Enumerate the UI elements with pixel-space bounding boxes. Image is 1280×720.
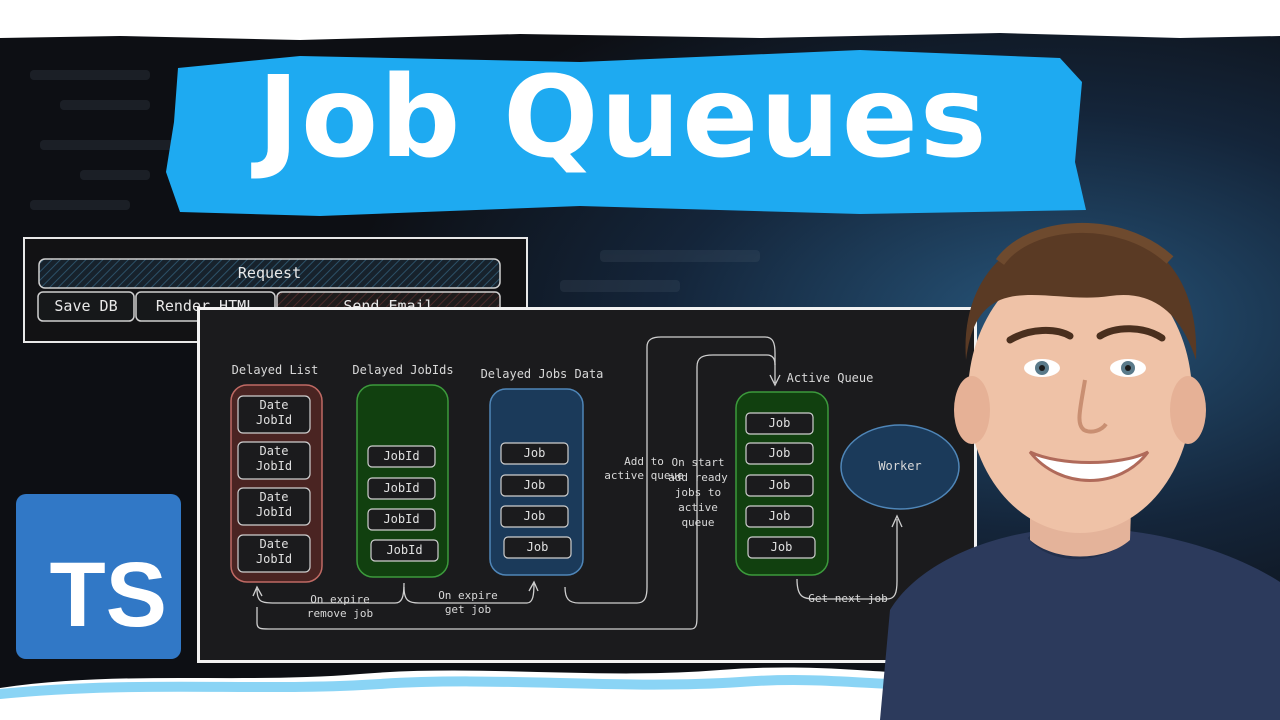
job-data-item: Job xyxy=(526,540,549,554)
arrow-label-line: add ready xyxy=(668,471,728,484)
queue-diagram xyxy=(197,307,977,663)
list-item-date: Date xyxy=(259,444,289,458)
arrow-label-line: Add to xyxy=(624,455,664,468)
job-data-item: Job xyxy=(523,509,546,523)
arrow-label-line: active xyxy=(678,501,718,514)
worker-label: Worker xyxy=(878,459,922,473)
active-job-item: Job xyxy=(768,446,791,460)
arrow-label-next-job: Get next job xyxy=(808,592,888,605)
page-title: Job Queues xyxy=(257,53,989,183)
active-job-item: Job xyxy=(770,540,793,554)
presenter-photo xyxy=(880,222,1280,720)
arrow-label-line: jobs to xyxy=(674,486,722,499)
delayed-jobs-data-label: Delayed Jobs Data xyxy=(480,367,604,381)
title-banner xyxy=(166,50,1086,216)
list-item-jobid: JobId xyxy=(255,413,293,427)
jobid-item: JobId xyxy=(386,543,423,557)
jobid-item: JobId xyxy=(383,481,420,495)
request-box xyxy=(38,258,501,289)
arrow-label-get: On expire get job xyxy=(428,589,508,617)
arrow-label-line: remove job xyxy=(306,607,374,620)
arrow-label-add-active: Add to active queue xyxy=(603,455,685,483)
save-db-label: Save DB xyxy=(54,297,118,315)
request-label: Request xyxy=(237,264,302,282)
delayed-jobids-label: Delayed JobIds xyxy=(352,363,454,377)
list-item: Date JobId xyxy=(238,490,310,520)
arrow-label-line: On expire xyxy=(310,593,370,606)
job-data-item: Job xyxy=(523,446,546,460)
jobid-item: JobId xyxy=(383,512,420,526)
jobid-item: JobId xyxy=(383,449,420,463)
job-data-item: Job xyxy=(523,478,546,492)
save-db-box xyxy=(37,291,135,322)
worker-node xyxy=(840,424,960,510)
list-item: Date JobId xyxy=(238,398,310,428)
list-item: Date JobId xyxy=(238,444,310,474)
list-item-date: Date xyxy=(259,398,289,412)
delayed-list-label: Delayed List xyxy=(231,363,319,377)
delayed-list-container xyxy=(230,384,323,583)
arrow-label-remove: On expire remove job xyxy=(295,593,385,621)
active-job-item: Job xyxy=(768,478,791,492)
arrow-label-on-start: On start add ready jobs to active queue xyxy=(660,455,736,530)
list-item-date: Date xyxy=(259,490,289,504)
list-item-jobid: JobId xyxy=(255,505,293,519)
arrow-label-line: active queue xyxy=(604,469,684,482)
active-job-item: Job xyxy=(768,416,791,430)
arrow-label-line: On expire xyxy=(438,589,498,602)
arrow-label-line: On start xyxy=(671,456,725,469)
arrow-label-line: get job xyxy=(444,603,492,616)
ts-label: TS xyxy=(49,544,167,646)
list-item-date: Date xyxy=(259,537,289,551)
list-item-jobid: JobId xyxy=(255,459,293,473)
typescript-logo: TS xyxy=(16,494,181,659)
active-job-item: Job xyxy=(768,509,791,523)
active-queue-label: Active Queue xyxy=(786,371,874,385)
list-item-jobid: JobId xyxy=(255,552,293,566)
request-panel xyxy=(23,237,528,343)
arrow-label-line: queue xyxy=(681,516,715,529)
list-item: Date JobId xyxy=(238,537,310,567)
